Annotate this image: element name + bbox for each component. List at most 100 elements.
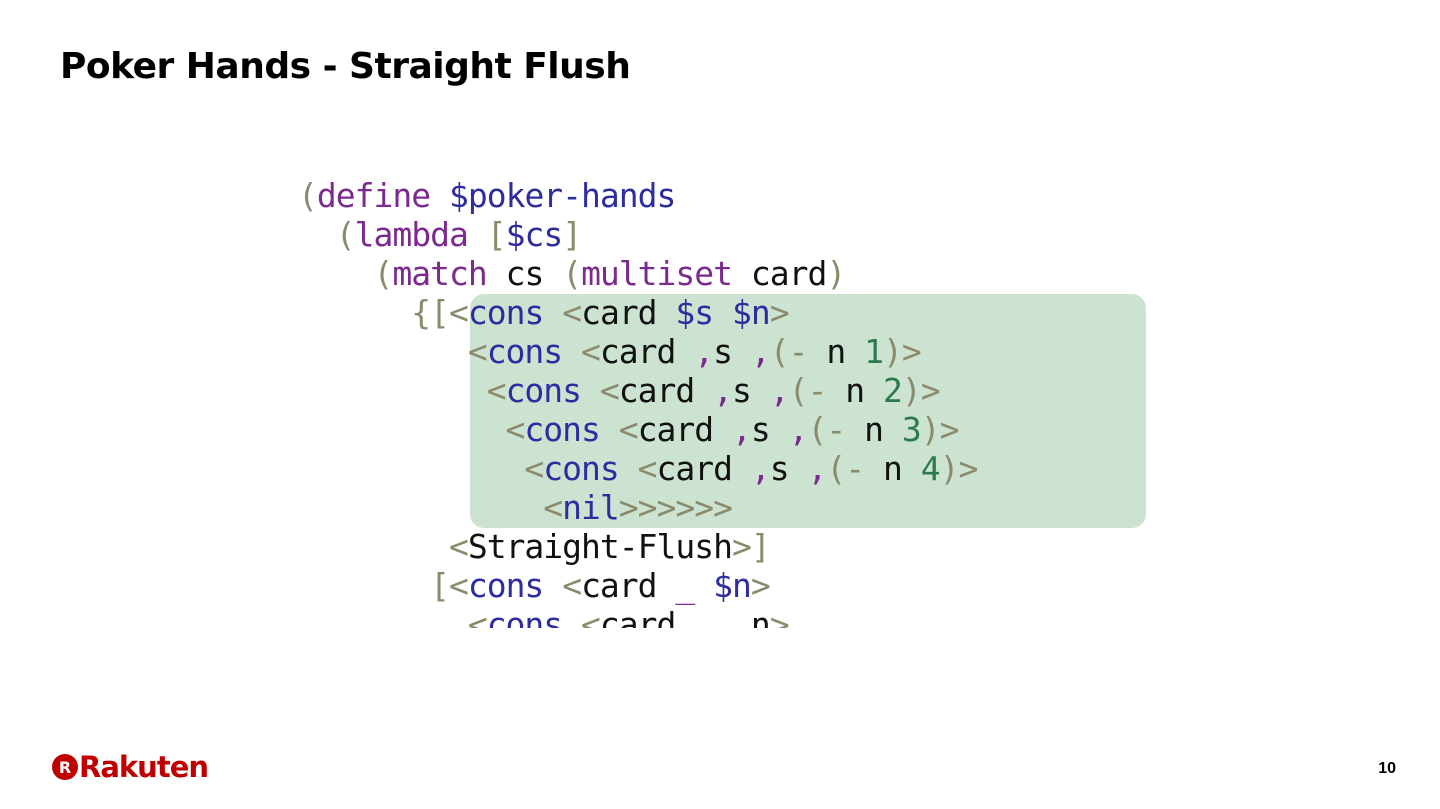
- code-token: [543, 293, 562, 332]
- code-token: s: [732, 371, 770, 410]
- code-token: ,: [732, 605, 752, 628]
- code-token: [713, 293, 732, 332]
- code-token: n: [826, 371, 883, 410]
- code-token: >>>>>>: [618, 488, 733, 527]
- code-token: <: [599, 371, 620, 410]
- code-line: (lambda [$cs]: [298, 215, 977, 254]
- code-token: [298, 449, 524, 488]
- code-token: (-: [807, 410, 847, 449]
- code-token: multiset: [581, 254, 733, 293]
- code-token: <: [448, 293, 469, 332]
- code-token: (: [562, 254, 582, 293]
- code-token: [619, 449, 638, 488]
- page-number: 10: [1378, 760, 1396, 777]
- code-token: ,: [788, 410, 809, 449]
- code-line: <cons <card _ ,n>: [298, 605, 977, 628]
- code-token: $s: [675, 293, 714, 332]
- code-token: n: [864, 449, 921, 488]
- code-token: ,: [694, 332, 714, 371]
- code-token: >]: [731, 527, 771, 566]
- code-token: define: [316, 176, 431, 215]
- code-token: [298, 332, 468, 371]
- code-token: ,: [769, 371, 790, 410]
- code-line: <cons <card ,s ,(- n 4)>: [298, 449, 979, 488]
- code-token: cons: [486, 332, 563, 371]
- code-token: s: [769, 449, 808, 488]
- code-token: cs: [486, 254, 563, 293]
- rakuten-logo-mark: R: [52, 754, 78, 780]
- code-token: <: [486, 371, 507, 410]
- code-line: (define $poker-hands: [298, 176, 977, 215]
- code-token: [562, 332, 581, 371]
- code-token: [600, 410, 619, 449]
- code-token: cons: [486, 605, 563, 628]
- code-token: [298, 293, 411, 332]
- code-token: lambda: [354, 215, 469, 254]
- code-token: <: [467, 605, 488, 628]
- code-token: [694, 566, 713, 605]
- code-token: [713, 605, 732, 628]
- code-token: ]: [562, 215, 582, 254]
- code-token: [298, 410, 506, 449]
- code-token: >: [769, 605, 790, 628]
- code-token: Straight-Flush: [467, 527, 733, 566]
- code-token: _: [694, 605, 714, 628]
- code-token: <: [562, 293, 582, 332]
- code-token: <: [524, 449, 544, 488]
- code-token: card: [656, 449, 751, 488]
- code-token: cons: [467, 566, 544, 605]
- code-token: ,: [713, 371, 733, 410]
- code-token: (: [373, 254, 393, 293]
- code-token: nil: [562, 488, 620, 527]
- code-token: <: [505, 410, 526, 449]
- code-token: )>: [939, 449, 979, 488]
- code-highlight: [470, 294, 1146, 528]
- code-token: >: [750, 566, 771, 605]
- code-token: {[: [411, 293, 450, 332]
- code-token: card: [618, 371, 714, 410]
- code-token: $n: [713, 566, 752, 605]
- code-token: <: [448, 566, 469, 605]
- code-token: [581, 371, 600, 410]
- code-token: card: [637, 410, 732, 449]
- code-token: )>: [920, 410, 960, 449]
- code-token: 1: [864, 332, 884, 371]
- code-token: cons: [543, 449, 619, 488]
- code-token: [298, 527, 449, 566]
- code-token: card: [732, 254, 827, 293]
- code-token: ,: [750, 449, 771, 488]
- code-token: card: [581, 566, 676, 605]
- code-token: [543, 566, 562, 605]
- code-line: <cons <card ,s ,(- n 3)>: [298, 410, 977, 449]
- rakuten-logo-text: Rakuten: [79, 750, 209, 784]
- code-token: >: [769, 293, 790, 332]
- code-token: n: [750, 605, 771, 628]
- code-token: match: [392, 254, 487, 293]
- code-token: cons: [467, 293, 544, 332]
- code-token: [468, 215, 487, 254]
- code-token: card: [599, 332, 695, 371]
- code-token: [: [430, 566, 450, 605]
- code-token: card: [599, 605, 695, 628]
- code-token: (: [335, 215, 356, 254]
- code-token: (-: [769, 332, 809, 371]
- code-token: _: [675, 566, 695, 605]
- code-token: 3: [901, 410, 922, 449]
- code-token: <: [467, 332, 488, 371]
- code-token: [298, 605, 468, 628]
- code-line: {[<cons <card $s $n>: [298, 293, 977, 332]
- code-token: ,: [732, 410, 752, 449]
- code-token: s: [713, 332, 751, 371]
- code-token: <: [448, 527, 469, 566]
- code-token: <: [581, 605, 601, 628]
- code-token: card: [581, 293, 676, 332]
- code-token: $poker-hands: [448, 176, 676, 215]
- code-token: $n: [732, 293, 771, 332]
- code-token: <: [581, 332, 601, 371]
- code-line: [<cons <card _ $n>: [298, 566, 977, 605]
- code-token: <: [562, 566, 582, 605]
- code-token: (-: [788, 371, 828, 410]
- code-token: [298, 488, 543, 527]
- code-line: <cons <card ,s ,(- n 2)>: [298, 371, 977, 410]
- code-token: s: [750, 410, 789, 449]
